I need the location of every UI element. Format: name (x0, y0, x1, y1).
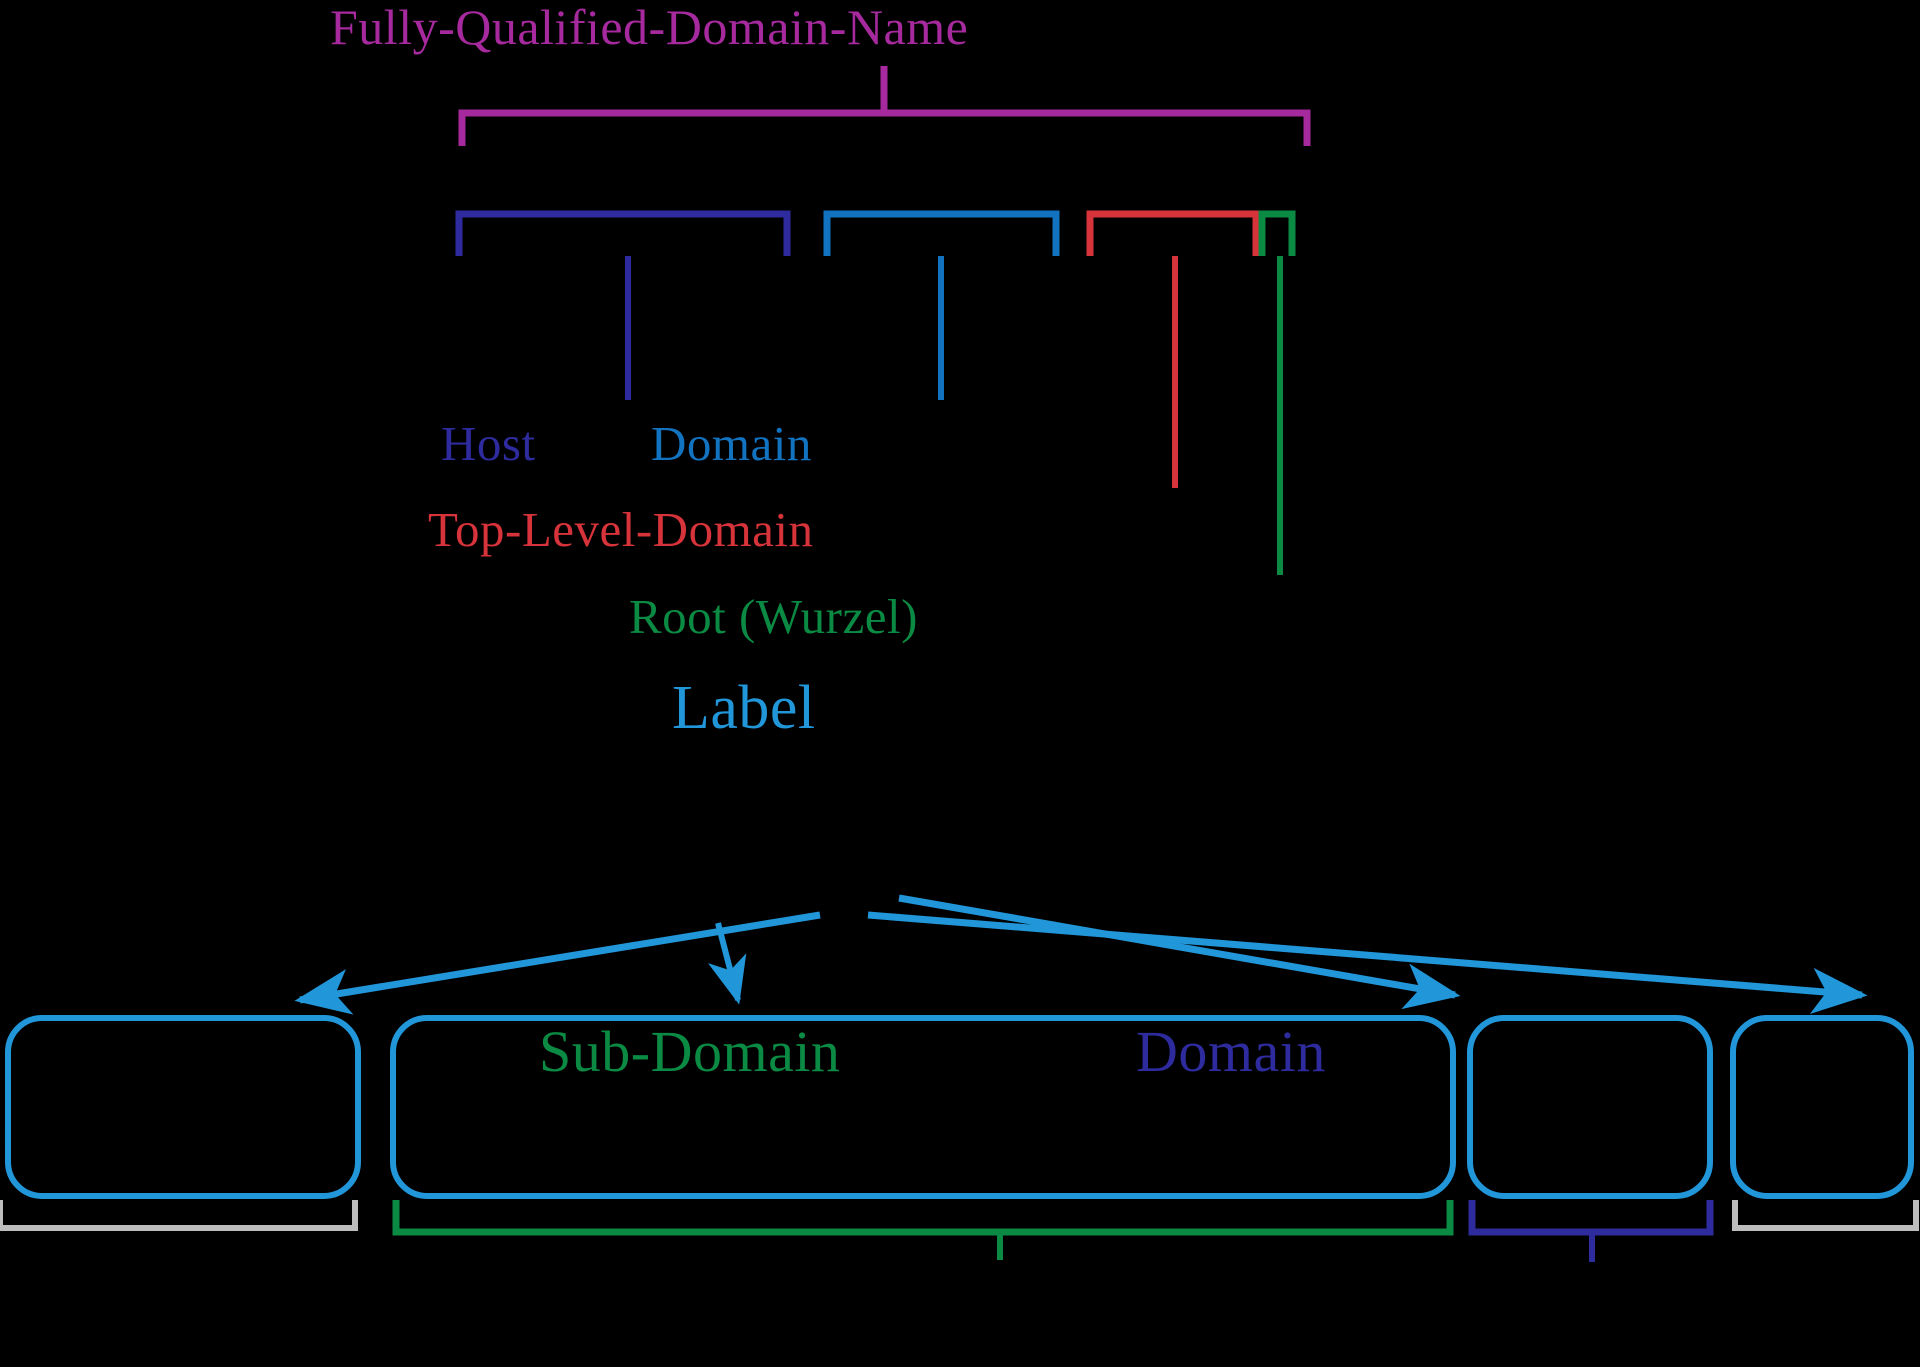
root-bracket (1258, 210, 1296, 575)
domain-bracket (823, 210, 1060, 400)
label-boxes (5, 1015, 1914, 1199)
top-level-domain-bracket (1086, 210, 1260, 488)
bracket-subdomain (392, 1200, 1454, 1236)
label-arrow-2 (707, 922, 747, 1005)
top-level-domain-label: Top-Level-Domain (428, 502, 814, 557)
bottom-brackets (0, 1200, 1919, 1262)
host-bracket (455, 210, 791, 400)
label-box-4[interactable] (1730, 1015, 1914, 1199)
fqdn-bracket (458, 66, 1311, 146)
domain-label-top: Domain (651, 416, 812, 471)
label-arrows (294, 894, 1868, 1015)
root-label: Root (Wurzel) (629, 589, 918, 644)
label-arrow-4 (867, 911, 1868, 1014)
label-arrow-3 (898, 894, 1461, 1010)
label-box-3[interactable] (1467, 1015, 1713, 1199)
bracket-left-gray (0, 1200, 358, 1231)
label-box-2[interactable] (390, 1015, 1456, 1199)
bracket-right-gray (1732, 1200, 1919, 1231)
sub-domain-label: Sub-Domain (539, 1019, 841, 1084)
label-arrow-1 (294, 911, 821, 1015)
domain-label-bottom: Domain (1136, 1019, 1326, 1084)
bracket-domain (1468, 1200, 1714, 1236)
host-label: Host (441, 416, 536, 471)
label-box-1[interactable] (5, 1015, 361, 1199)
label-callout: Label (672, 674, 816, 742)
fqdn-title: Fully-Qualified-Domain-Name (330, 0, 969, 55)
